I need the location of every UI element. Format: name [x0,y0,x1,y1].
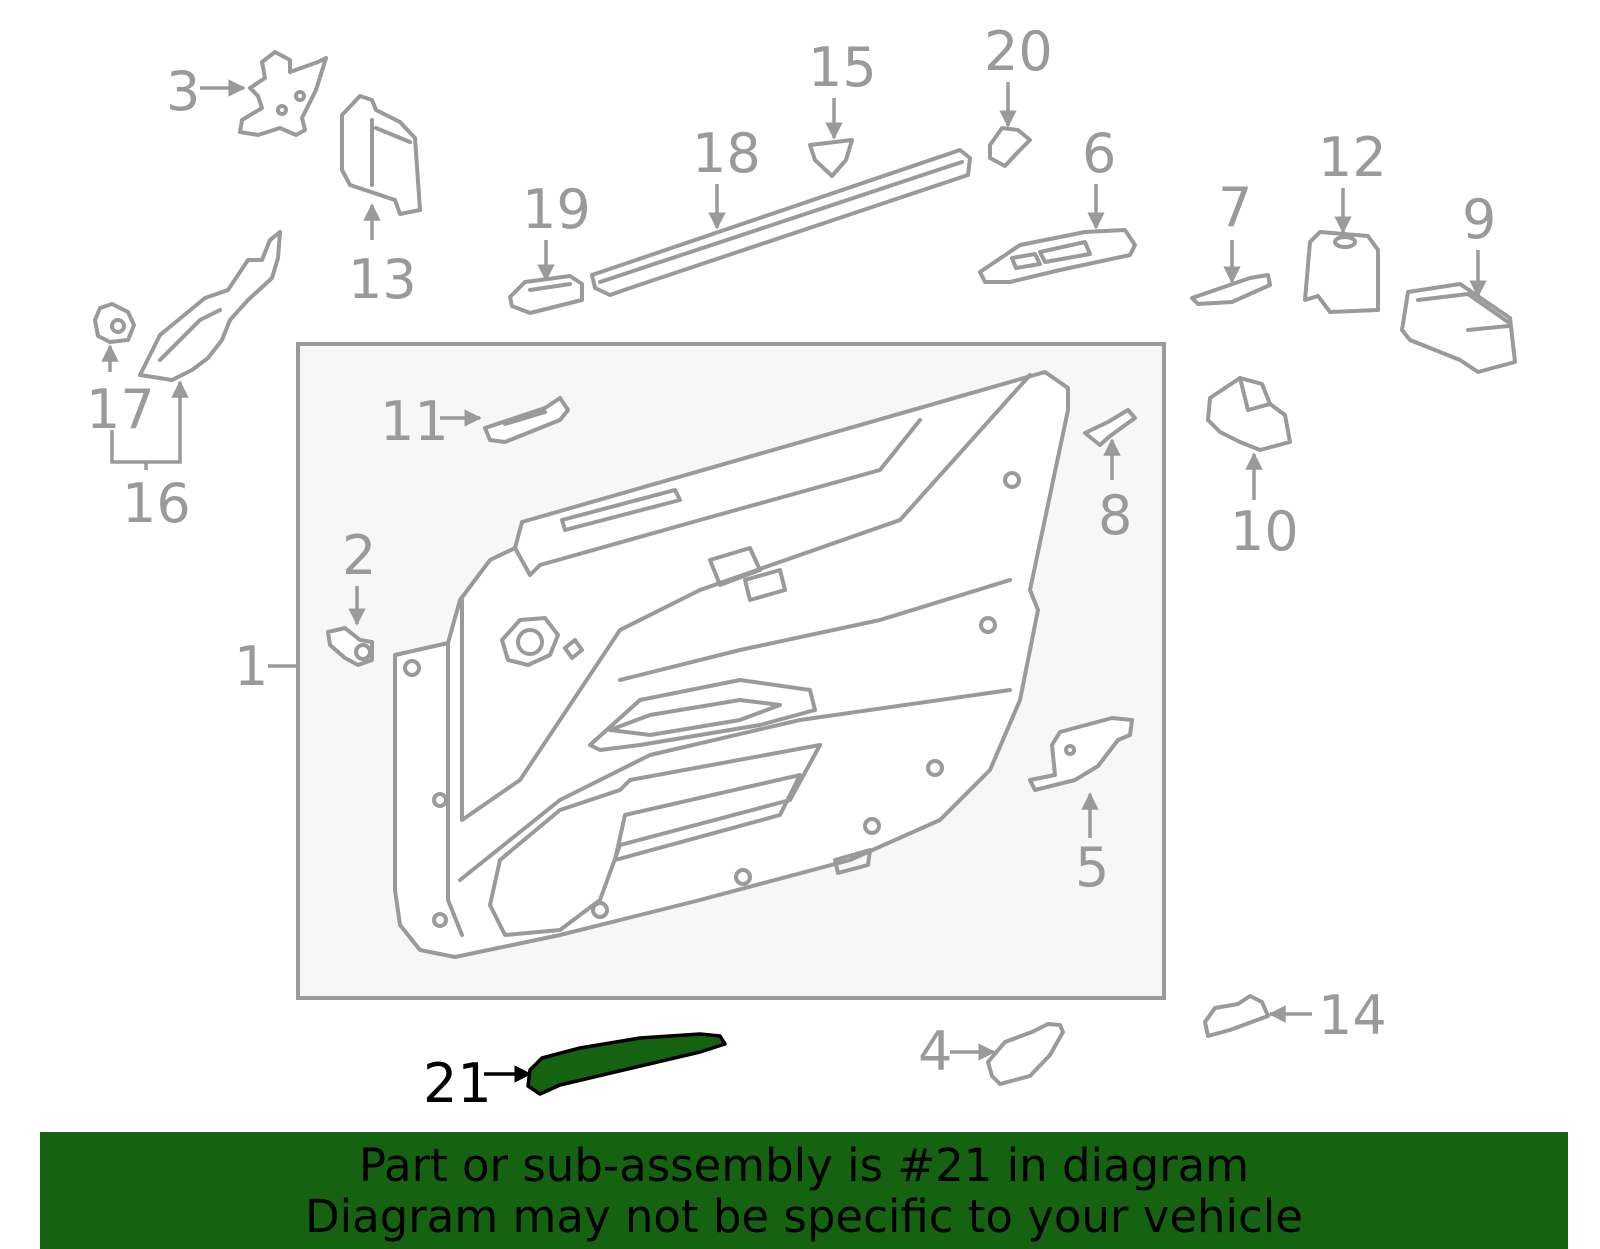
callout-18: 18 [692,122,761,185]
callout-13: 13 [348,248,417,311]
callout-4: 4 [918,1020,952,1083]
part-11-switch[interactable] [483,396,570,444]
banner-line-1: Part or sub-assembly is #21 in diagram [358,1138,1250,1192]
part-21-highlighted[interactable] [526,1032,727,1096]
callout-7: 7 [1218,176,1252,239]
part-14-cover[interactable] [1203,994,1270,1038]
info-banner: Part or sub-assembly is #21 in diagram D… [40,1132,1568,1249]
part-2-clip[interactable] [326,626,374,667]
callout-5: 5 [1075,836,1109,899]
callout-2: 2 [342,524,376,587]
callout-19: 19 [522,178,591,241]
part-16-garnish[interactable] [138,230,282,382]
callout-16: 16 [122,472,191,535]
part-18-weatherstrip[interactable] [590,148,972,297]
callout-6: 6 [1082,122,1116,185]
part-4-garnish[interactable] [986,1022,1065,1086]
callout-15: 15 [808,36,877,99]
callout-10: 10 [1230,500,1299,563]
part-13-module[interactable] [340,94,422,216]
callout-17: 17 [86,378,155,441]
part-7-cover[interactable] [1190,273,1272,306]
part-6-switch-bezel[interactable] [978,228,1137,284]
part-5-bracket[interactable] [1028,716,1134,792]
part-9-master-switch[interactable] [1400,282,1517,374]
callout-12: 12 [1318,126,1387,189]
callout-20: 20 [984,20,1053,83]
part-12-switch[interactable] [1303,230,1380,314]
callout-8: 8 [1098,484,1132,547]
callout-9: 9 [1462,188,1496,251]
callout-14: 14 [1318,984,1387,1047]
callout-1: 1 [234,635,268,698]
part-1-door-trim-panel[interactable] [393,370,1070,959]
banner-line-2: Diagram may not be specific to your vehi… [305,1189,1303,1243]
callout-11: 11 [380,390,449,453]
part-20-clip[interactable] [988,126,1032,168]
part-8-clip[interactable] [1083,408,1137,447]
callout-3: 3 [166,60,200,123]
part-17-clip[interactable] [93,302,136,344]
part-15-cap[interactable] [808,138,854,178]
part-3-bracket[interactable] [238,50,328,137]
part-10-switch[interactable] [1206,376,1292,452]
part-19-clip[interactable] [508,274,584,315]
callout-21: 21 [423,1052,492,1115]
